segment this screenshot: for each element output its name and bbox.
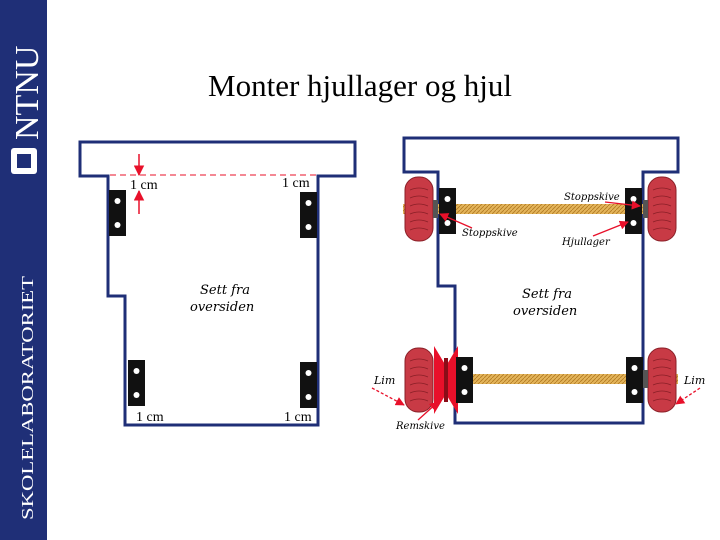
- bearing-block: [626, 357, 643, 403]
- ntnu-logo: NTNU: [9, 46, 42, 174]
- stop-washer: [433, 200, 438, 218]
- measure-top-left: 1 cm: [130, 178, 158, 193]
- lab-label: SKOLELABORATORIET: [18, 275, 37, 520]
- arrow-stoppskive-top: [604, 200, 641, 210]
- wheel-right-bottom: [647, 347, 677, 413]
- measure-bottom-left: 1 cm: [136, 410, 164, 425]
- brand-text: NTNU: [9, 46, 42, 140]
- label-stoppskive-top: Stoppskive: [564, 192, 620, 203]
- wheel-left-top: [404, 176, 434, 242]
- bearing-block: [625, 188, 642, 234]
- wheel-right-top: [647, 176, 677, 242]
- left-frame-outline: [78, 140, 357, 427]
- bearing-block: [109, 190, 126, 236]
- arrow-hjullager: [592, 220, 629, 237]
- label-lim-left: Lim: [373, 374, 395, 387]
- bearing-block: [439, 188, 456, 234]
- slide-title: Monter hjullager og hjul: [208, 68, 512, 103]
- bearing-block: [300, 192, 317, 238]
- label-stoppskive-bottom: Stoppskive: [462, 228, 518, 239]
- wheel-left-bottom: [404, 347, 434, 413]
- label-hjullager: Hjullager: [561, 237, 611, 248]
- left-view-label-line1: Sett fra: [200, 283, 250, 298]
- pulley: [434, 346, 458, 414]
- arrow-remskive: [417, 401, 439, 421]
- stop-washer: [643, 370, 648, 388]
- arrow-lim-right: [675, 387, 701, 405]
- sidebar: NTNU SKOLELABORATORIET: [0, 0, 47, 540]
- bearing-block: [300, 362, 317, 408]
- arrow-lim-left: [371, 387, 405, 406]
- measure-top-right: 1 cm: [282, 176, 310, 191]
- bottom-axle: [438, 374, 678, 384]
- lab-text: SKOLELABORATORIET: [18, 275, 37, 520]
- label-remskive: Remskive: [395, 421, 445, 432]
- right-frame-outline: [402, 136, 680, 425]
- stop-washer: [643, 200, 648, 218]
- logo-mark-inner: [17, 154, 31, 168]
- left-view-label-line2: oversiden: [190, 300, 254, 315]
- left-diagram: 1 cm 1 cm 1 cm 1 cm Sett fra oversiden: [78, 140, 357, 427]
- right-view-label-line2: oversiden: [513, 304, 577, 319]
- right-diagram: Stoppskive Stoppskive Hjullager Sett fra…: [371, 136, 705, 432]
- right-view-label-line1: Sett fra: [522, 287, 572, 302]
- top-axle: [403, 204, 675, 214]
- assembly-figure: 1 cm 1 cm 1 cm 1 cm Sett fra oversiden: [78, 136, 705, 432]
- bearing-block: [456, 357, 473, 403]
- measure-bottom-right: 1 cm: [284, 410, 312, 425]
- arrow-stoppskive-bottom: [439, 213, 473, 229]
- label-lim-right: Lim: [683, 374, 705, 387]
- bearing-block: [128, 360, 145, 406]
